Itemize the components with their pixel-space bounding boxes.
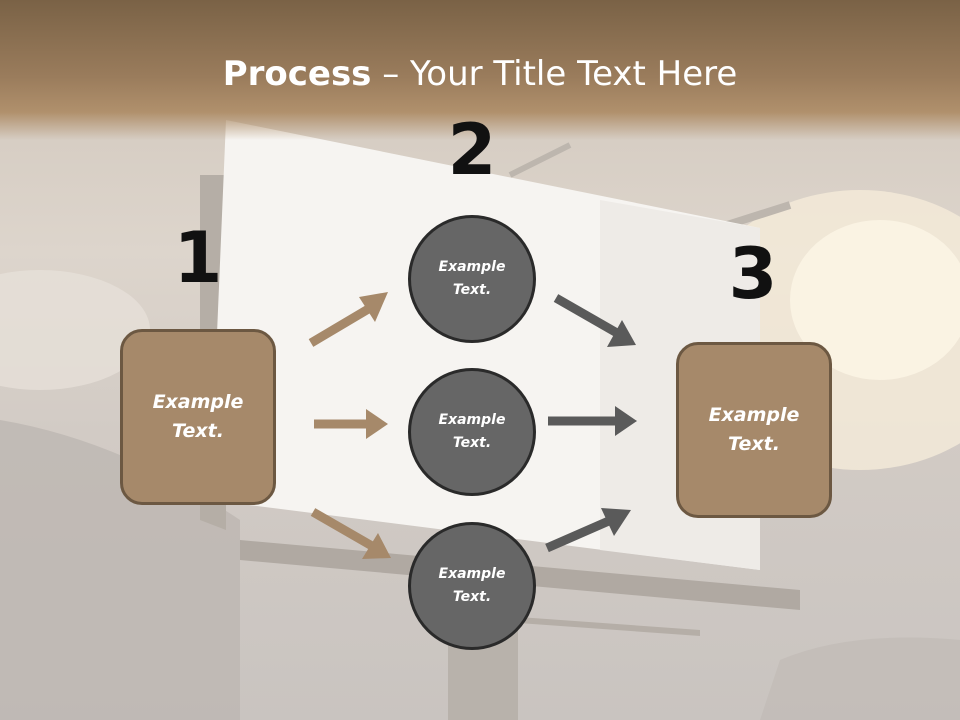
process-circle-middle: Example Text.: [408, 368, 536, 496]
circle-top-text: Example Text.: [438, 259, 506, 298]
step-number-1: 1: [173, 217, 223, 299]
cloud-right-glow: [790, 220, 960, 380]
arrow-left-to-mid: [314, 409, 388, 439]
cloud-left: [0, 270, 150, 390]
hill-right: [760, 637, 960, 720]
process-circle-bottom: Example Text.: [408, 522, 536, 650]
process-circle-top: Example Text.: [408, 215, 536, 343]
arrow-top-to-right: [553, 294, 636, 347]
process-box-left: Example Text.: [120, 329, 276, 505]
process-box-right: Example Text.: [676, 342, 832, 518]
box-right-text: Example Text.: [708, 404, 800, 455]
arrow-mid-to-right: [548, 406, 637, 436]
step-number-3: 3: [728, 233, 778, 315]
title-bold-word: Process: [222, 54, 372, 94]
box-left-text: Example Text.: [152, 391, 244, 442]
arrow-bot-to-right: [545, 508, 631, 553]
billboard-light-arm-top: [508, 142, 572, 178]
slide-title: Process – Your Title Text Here: [0, 52, 960, 96]
circle-middle-text: Example Text.: [438, 412, 506, 451]
step-number-2: 2: [447, 109, 497, 191]
title-band: [0, 0, 960, 140]
arrow-left-to-top: [308, 292, 388, 347]
arrow-left-to-bot: [310, 508, 391, 559]
circle-bottom-text: Example Text.: [438, 566, 506, 605]
title-rest: – Your Title Text Here: [371, 54, 738, 94]
